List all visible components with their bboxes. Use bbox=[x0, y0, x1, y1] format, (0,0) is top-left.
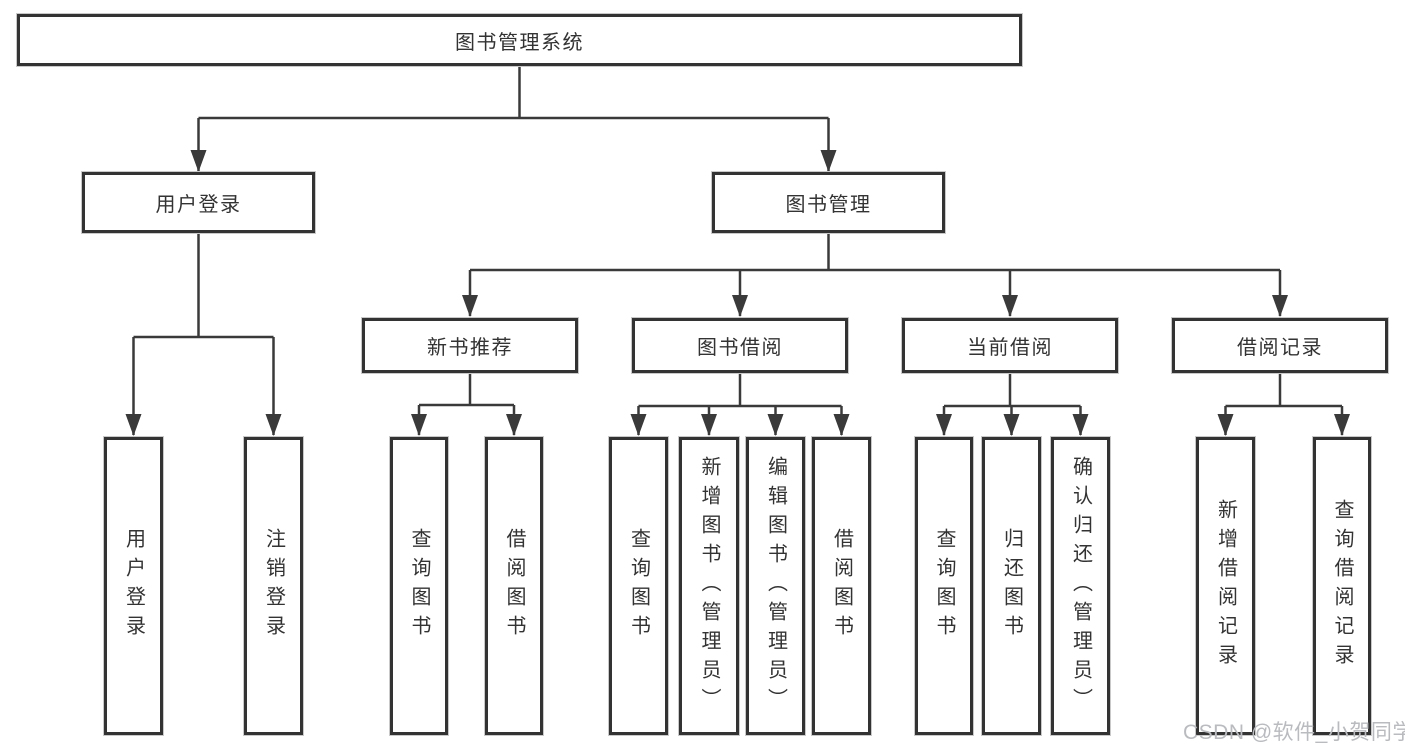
node-label: 查询借阅记录 bbox=[1331, 499, 1353, 673]
node-user-login: 用户登录 bbox=[82, 172, 315, 233]
node-label: 查询图书 bbox=[408, 528, 430, 644]
leaf-borrow-books-recommend: 借阅图书 bbox=[485, 437, 543, 735]
leaf-user-login: 用户登录 bbox=[104, 437, 163, 735]
node-new-book-recommend: 新书推荐 bbox=[362, 318, 578, 373]
node-borrow-records: 借阅记录 bbox=[1172, 318, 1388, 373]
leaf-edit-books-admin: 编辑图书（管理员） bbox=[746, 437, 805, 735]
node-label: 新书推荐 bbox=[427, 337, 513, 359]
leaf-add-books-admin: 新增图书（管理员） bbox=[679, 437, 739, 735]
node-label: 新增图书（管理员） bbox=[698, 455, 720, 717]
leaf-query-books-recommend: 查询图书 bbox=[390, 437, 448, 735]
leaf-query-books-borrowing: 查询图书 bbox=[609, 437, 668, 735]
watermark: CSDN @软件_小贺同学 bbox=[1183, 721, 1405, 744]
node-label: 归还图书 bbox=[1000, 528, 1023, 644]
leaf-query-books-current: 查询图书 bbox=[915, 437, 973, 735]
node-label: 查询图书 bbox=[627, 528, 650, 644]
leaf-add-borrow-record: 新增借阅记录 bbox=[1196, 437, 1255, 735]
node-label: 图书管理 bbox=[785, 194, 872, 216]
leaf-logout: 注销登录 bbox=[244, 437, 303, 735]
leaf-query-borrow-record: 查询借阅记录 bbox=[1313, 437, 1371, 735]
node-label: 注销登录 bbox=[262, 528, 285, 644]
leaf-return-books: 归还图书 bbox=[982, 437, 1041, 735]
node-label: 图书借阅 bbox=[697, 337, 783, 359]
node-label: 确认归还（管理员） bbox=[1069, 455, 1092, 717]
node-system-root: 图书管理系统 bbox=[17, 14, 1022, 66]
node-label: 借阅记录 bbox=[1237, 337, 1323, 359]
leaf-confirm-return-admin: 确认归还（管理员） bbox=[1051, 437, 1110, 735]
node-book-borrowing: 图书借阅 bbox=[632, 318, 848, 373]
node-label: 当前借阅 bbox=[967, 337, 1053, 359]
node-label: 用户登录 bbox=[155, 194, 242, 216]
node-label: 借阅图书 bbox=[503, 528, 525, 644]
node-label: 编辑图书（管理员） bbox=[764, 455, 787, 717]
node-book-management: 图书管理 bbox=[712, 172, 945, 233]
node-label: 新增借阅记录 bbox=[1214, 499, 1237, 673]
node-label: 图书管理系统 bbox=[455, 31, 584, 54]
node-label: 查询图书 bbox=[933, 528, 955, 644]
node-current-borrowing: 当前借阅 bbox=[902, 318, 1118, 373]
leaf-borrow-books: 借阅图书 bbox=[812, 437, 871, 735]
node-label: 借阅图书 bbox=[830, 528, 853, 644]
node-label: 用户登录 bbox=[122, 528, 145, 644]
